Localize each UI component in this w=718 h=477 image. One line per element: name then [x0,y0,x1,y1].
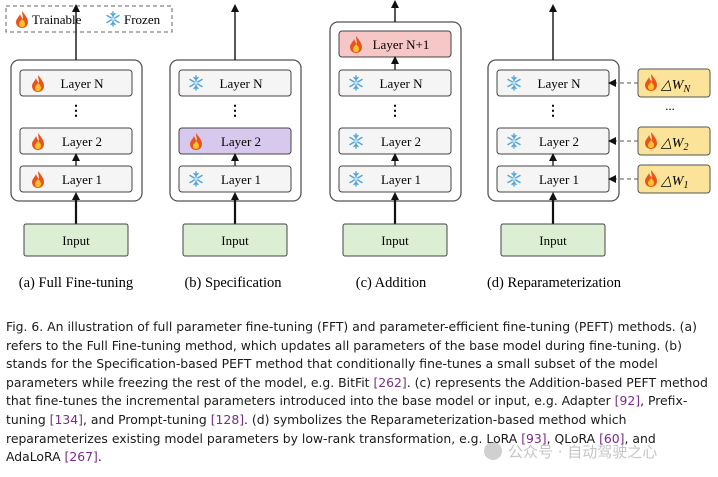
layer-n-label: Layer N [380,76,424,91]
caption-text: . (d) symbolizes the Reparameterization-… [6,411,627,446]
ellipsis: ⋮ [546,104,560,119]
layer-2-label: Layer 2 [221,134,261,149]
citation-link[interactable]: [128] [210,411,245,427]
panel-caption: (b) Specification [184,275,282,291]
delta-ellipsis: ... [665,98,675,113]
figure-caption: Fig. 6. An illustration of full paramete… [6,318,714,467]
watermark: 公众号 · 自动驾驶之心 [484,438,712,464]
caption-text: , and Prompt-tuning [83,411,211,427]
delta-w-2 [637,126,711,156]
legend-frozen-label: Frozen [124,12,161,27]
panel-caption: (d) Reparameterization [487,275,622,291]
caption-text: , and AdaLoRA [6,430,656,465]
citation-link[interactable]: [93] [521,430,547,446]
legend-trainable-label: Trainable [32,12,82,27]
delta-w-1-label: △W1 [660,174,688,191]
panel-reparameterization: Layer N ⋮ Layer 2 Layer 1 Input (d) Repa… [487,4,711,291]
layer-1-label: Layer 1 [381,172,421,187]
layer-1-label: Layer 1 [539,172,579,187]
layer-2-label: Layer 2 [539,134,579,149]
layer-1-label: Layer 1 [221,172,261,187]
peft-figure: Trainable Frozen Layer N ⋮ Layer 2 Layer… [5,0,711,291]
input-label: Input [539,233,567,248]
caption-text: , QLoRA [546,430,600,446]
delta-w-1 [637,164,711,194]
delta-w-n-label: △WN [660,78,691,95]
delta-w-n [637,68,711,98]
layer-n-label: Layer N [220,76,264,91]
delta-w-2-label: △W2 [660,136,688,153]
input-box [342,223,448,257]
citation-link[interactable]: [134] [49,411,83,427]
panel-caption: (a) Full Fine-tuning [19,275,133,291]
panel-full-fine-tuning: Layer N ⋮ Layer 2 Layer 1 Input (a) Full… [10,4,143,291]
caption-text: . [97,449,102,465]
layer-2-label: Layer 2 [62,134,102,149]
layer-n [19,69,133,97]
input-box [500,223,606,257]
caption-text: Fig. 6. An illustration of full paramete… [6,319,697,390]
input-box [182,223,288,257]
layer-n-plus-1-label: Layer N+1 [373,37,430,52]
panel-addition: Layer N+1 Layer N ⋮ Layer 2 Layer 1 Inpu… [329,0,462,291]
legend: Trainable Frozen [5,5,173,33]
layer-2-label: Layer 2 [381,134,421,149]
ellipsis: ⋮ [388,104,402,119]
citation-link[interactable]: [60] [599,430,625,446]
layer-n [178,69,292,97]
panel-specification: Layer N ⋮ Layer 2 Layer 1 Input (b) Spec… [169,4,302,291]
citation-link[interactable]: [267] [64,449,98,465]
input-box [23,223,129,257]
citation-link[interactable]: [262] [373,374,407,390]
legend-border [5,5,173,33]
watermark-text: 公众号 · 自动驾驶之心 [508,442,658,461]
panel-caption: (c) Addition [356,275,427,291]
layer-1-label: Layer 1 [62,172,102,187]
layer-n-label: Layer N [538,76,582,91]
layer-n [338,69,452,97]
citation-link[interactable]: [92] [614,393,641,409]
caption-text: , Prefix-tuning [6,393,688,427]
input-label: Input [221,233,249,248]
ellipsis: ⋮ [69,104,83,119]
ellipsis: ⋮ [228,104,242,119]
layer-n-label: Layer N [61,76,105,91]
input-label: Input [62,233,90,248]
wechat-icon [484,442,502,460]
input-label: Input [381,233,409,248]
caption-text: . (c) represents the Addition-based PEFT… [6,374,708,409]
